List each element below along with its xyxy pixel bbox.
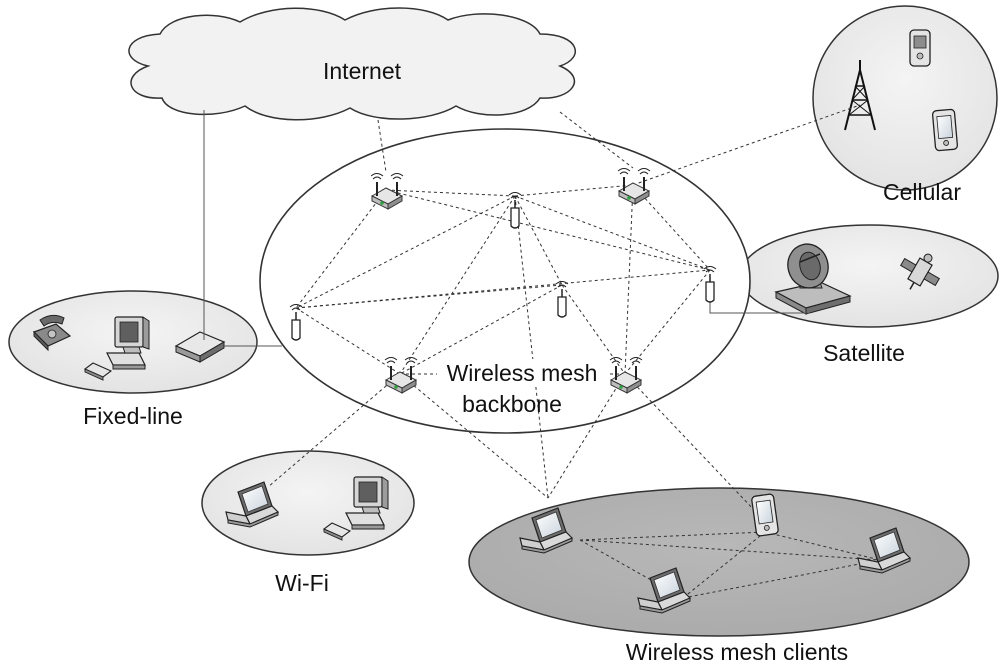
mesh-clients-network: Wireless mesh clients [468,487,970,665]
wifi-network: Wi-Fi [201,450,415,596]
satellite-dish-icon [774,243,852,315]
fixed-line-label: Fixed-line [83,403,183,429]
handheld-device-icon [931,108,959,152]
connection-links [267,104,881,599]
fixed-line-network: Fixed-line [8,290,258,429]
backbone-label-bg [437,359,607,387]
handheld-device-icon [751,493,779,537]
wifi-label: Wi-Fi [275,570,329,596]
internet-label: Internet [323,58,402,84]
mesh-clients-label: Wireless mesh clients [626,639,848,665]
cellular-network: Cellular [812,5,998,205]
backbone-label-line2: backbone [462,391,562,417]
internet-cloud: Internet [128,7,577,121]
satellite-icon [899,253,941,290]
mesh-backbone [259,128,751,434]
cell-tower-icon [844,60,876,131]
cellular-label: Cellular [883,179,961,205]
telephone-icon [32,314,72,352]
satellite-network: Satellite [739,224,999,366]
modem-icon [174,331,226,363]
mobile-phone-icon [909,29,931,67]
backbone-label-line1: Wireless mesh [447,360,598,386]
satellite-label: Satellite [823,340,905,366]
